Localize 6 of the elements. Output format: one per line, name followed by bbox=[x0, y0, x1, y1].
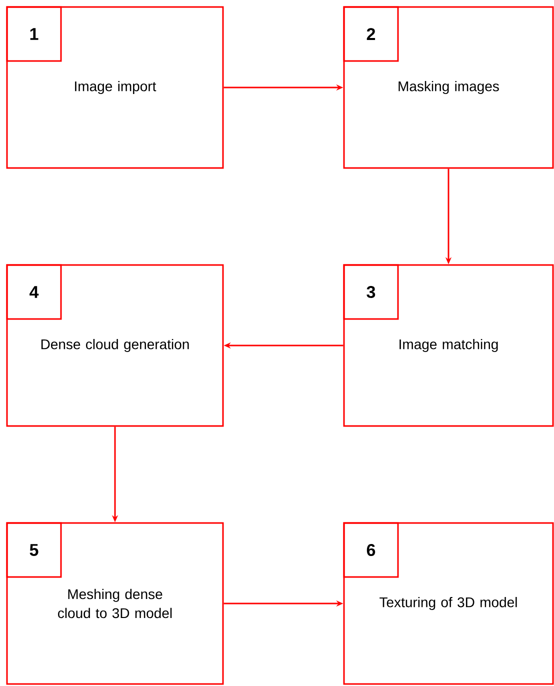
step-number: 3 bbox=[343, 264, 399, 320]
step-number: 1 bbox=[6, 6, 62, 62]
step-number: 6 bbox=[343, 522, 399, 578]
step-number: 4 bbox=[6, 264, 62, 320]
step-number: 2 bbox=[343, 6, 399, 62]
step-number: 5 bbox=[6, 522, 62, 578]
